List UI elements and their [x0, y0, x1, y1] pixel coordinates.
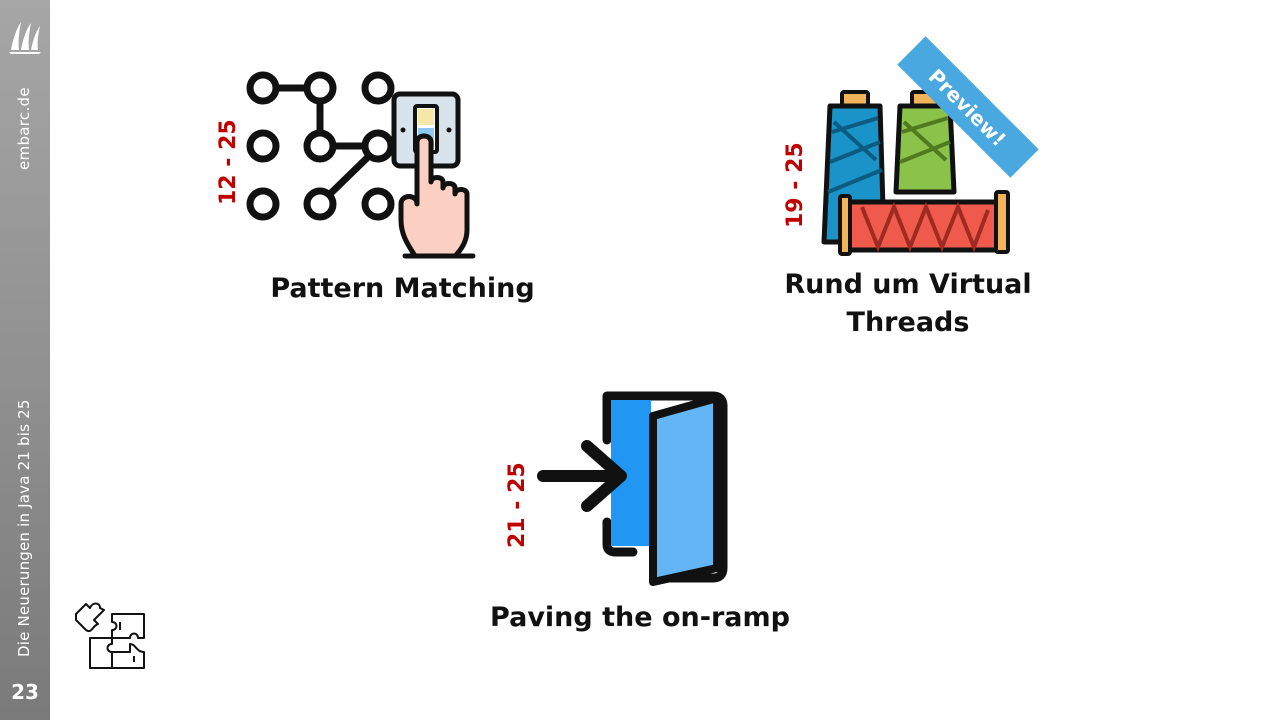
- version-range-virtual-threads: 19 - 25: [783, 142, 808, 228]
- brand-name: embarc.de: [15, 87, 33, 170]
- thread-spools-icon: Preview!: [821, 36, 1039, 256]
- page-number: 23: [11, 680, 39, 704]
- puzzle-icon: [75, 602, 145, 669]
- pattern-lock-icon: [246, 71, 476, 259]
- deck-title: Die Neuerungen in Java 21 bis 25: [15, 399, 33, 657]
- topic-title-on-ramp: Paving the on-ramp: [490, 602, 790, 633]
- topic-title-virtual-threads: Rund um Virtual Threads: [758, 266, 1058, 342]
- version-range-on-ramp: 21 - 25: [505, 462, 530, 548]
- topic-title-virtual-threads-line2: Threads: [846, 307, 970, 338]
- topic-title-pattern-matching: Pattern Matching: [270, 273, 535, 304]
- door-entrance-icon: [537, 391, 728, 586]
- topic-title-virtual-threads-line1: Rund um Virtual: [784, 269, 1032, 300]
- sidebar: embarc.de Die Neuerungen in Java 21 bis …: [0, 0, 50, 720]
- version-range-pattern-matching: 12 - 25: [216, 119, 241, 205]
- embarc-sail-logo-icon: [9, 22, 41, 54]
